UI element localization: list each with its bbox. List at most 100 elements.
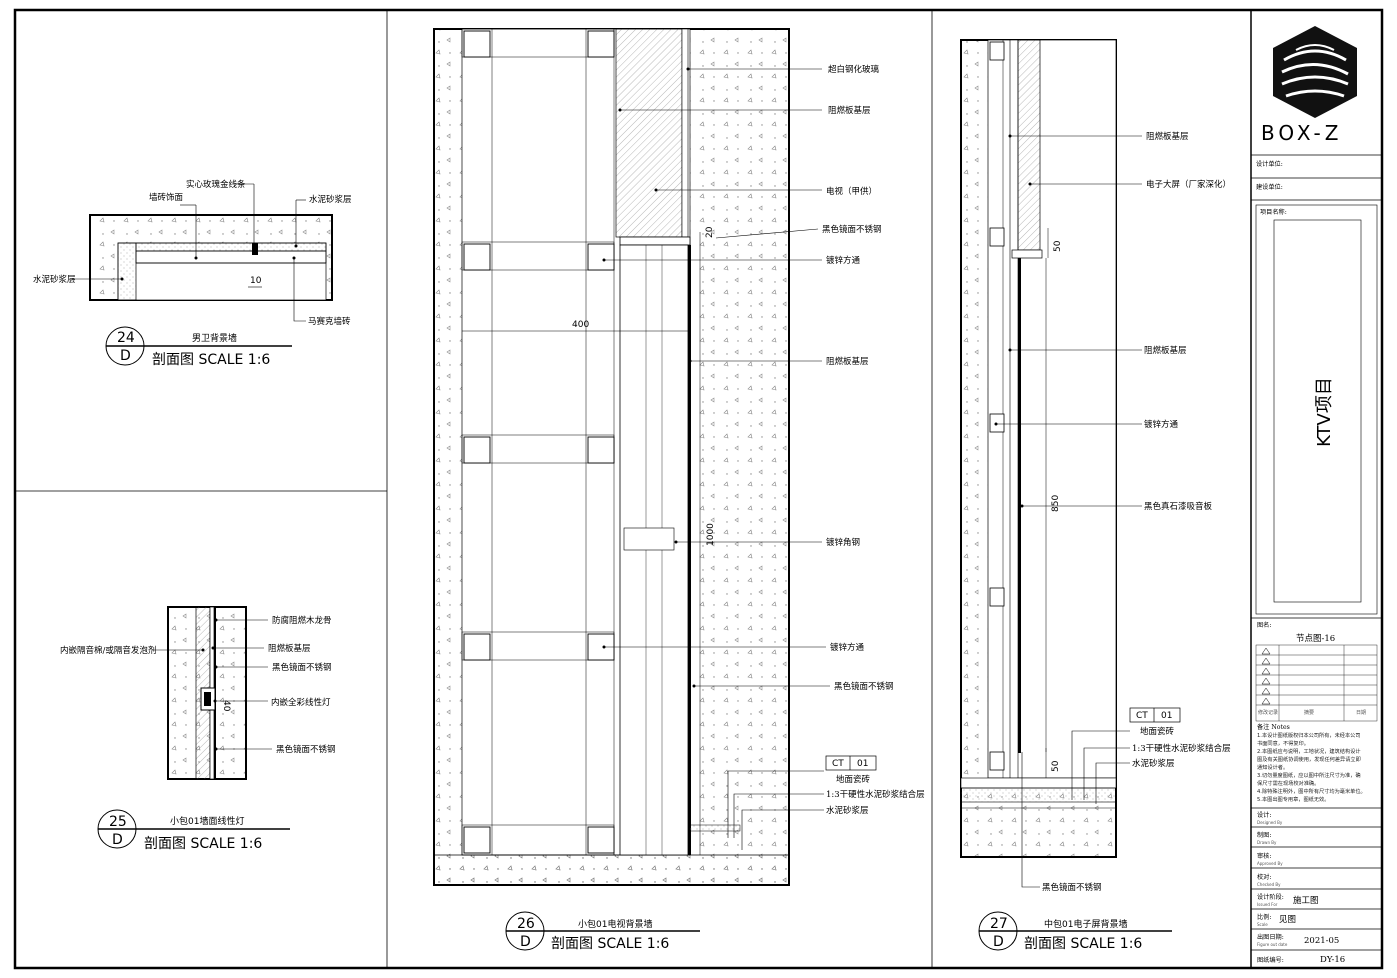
- d26-label-steel-bot: 黑色镜面不锈钢: [834, 681, 894, 692]
- project-name-label: 项目名称:: [1260, 208, 1287, 216]
- d25-label-light: 内嵌全彩线性灯: [271, 697, 331, 708]
- d26-title: 小包01电视背景墙: [578, 918, 652, 930]
- design-label: 设计:: [1257, 811, 1271, 819]
- detail-26: 400 20 1000 超白钢化玻璃 阻燃板基层 电视（甲供） 黑色镜面不锈钢 …: [433, 28, 925, 952]
- scale-label: 比例:: [1257, 913, 1271, 921]
- d27-tag-ct: CT: [1136, 711, 1148, 721]
- d27-sheet: D: [993, 934, 1004, 950]
- d27-subtitle: 剖面图 SCALE 1:6: [1024, 936, 1142, 952]
- note-line: 5.本图出图专用章，图纸无效。: [1257, 795, 1329, 803]
- d24-sheet: D: [120, 348, 131, 364]
- d24-label-gold-strip: 实心玫瑰金线条: [186, 179, 246, 190]
- draw-label: 制图:: [1257, 831, 1271, 839]
- date-en: Figure out date: [1257, 942, 1288, 947]
- d24-num: 24: [117, 330, 135, 346]
- stage-label: 设计阶段:: [1257, 893, 1284, 901]
- approve-en: Approved By: [1257, 861, 1283, 866]
- d27-label-floor-tile: 地面瓷砖: [1140, 726, 1175, 737]
- detail-27: 50 850 50 阻燃板基层 电子大屏（厂家深化） 阻燃板基层 镀锌方通 黑色…: [960, 39, 1231, 952]
- d24-subtitle: 剖面图 SCALE 1:6: [152, 352, 270, 368]
- d27-label-steel: 黑色镜面不锈钢: [1042, 882, 1102, 893]
- note-line: 1.本设计图纸版权归本公司所有，未经本公司: [1257, 731, 1361, 739]
- d27-title: 中包01电子屏背景墙: [1044, 918, 1127, 930]
- d25-label-keel: 防腐阻燃木龙骨: [272, 615, 332, 626]
- d26-label-base-top: 阻燃板基层: [828, 105, 871, 116]
- d27-dim-mid: 850: [1051, 495, 1061, 512]
- d26-label-tv: 电视（甲供）: [826, 186, 877, 197]
- check-label: 校对:: [1257, 873, 1271, 881]
- d24-label-mortar-left: 水泥砂浆层: [33, 274, 76, 285]
- d26-tag-no: 01: [857, 759, 868, 769]
- scale-value: 见图: [1279, 915, 1296, 925]
- d27-label-screen: 电子大屏（厂家深化）: [1146, 179, 1231, 190]
- d26-sheet: D: [520, 934, 531, 950]
- drawing-name-label: 图名:: [1257, 621, 1271, 629]
- d24-dim: 10: [250, 276, 262, 286]
- d25-title: 小包01墙面线性灯: [170, 815, 244, 827]
- logo-text: BOX-Z: [1261, 121, 1342, 145]
- number-label: 图纸编号:: [1257, 956, 1284, 964]
- drawing-name: 节点图-16: [1296, 634, 1335, 644]
- note-line: 保尺寸需在现场校对准确。: [1257, 779, 1319, 787]
- d27-dim-top: 50: [1053, 240, 1063, 252]
- d27-dim-bot: 50: [1051, 760, 1061, 772]
- d24-label-mosaic: 马赛克墙砖: [308, 316, 351, 327]
- date-label: 出图日期:: [1257, 933, 1284, 941]
- stage-value: 施工图: [1293, 895, 1319, 906]
- note-line: 3.切勿量度图纸，应以图中所注尺寸为准，确: [1257, 771, 1361, 779]
- d25-subtitle: 剖面图 SCALE 1:6: [144, 836, 262, 852]
- approve-label: 审核:: [1257, 852, 1271, 860]
- d26-label-base-mid: 阻燃板基层: [826, 356, 869, 367]
- note-line: 书面同意，不得复印。: [1257, 739, 1309, 747]
- rev-col3: 日期: [1356, 710, 1366, 716]
- d27-label-mortar: 水泥砂浆层: [1132, 758, 1175, 769]
- d26-dim-20: 20: [705, 226, 715, 238]
- d27-num: 27: [990, 916, 1008, 932]
- d26-label-mortar: 水泥砂浆层: [826, 805, 869, 816]
- note-line: 通知设计者。: [1257, 763, 1288, 771]
- client-unit-label: 建设单位:: [1256, 183, 1283, 191]
- rev-col1: 修改记录: [1258, 709, 1278, 716]
- design-unit-label: 设计单位:: [1256, 160, 1283, 168]
- d26-num: 26: [517, 916, 535, 932]
- d27-label-tube: 镀锌方通: [1144, 419, 1179, 430]
- stage-en: Issued For: [1257, 902, 1278, 907]
- number-value: DY-16: [1320, 955, 1345, 965]
- design-en: Designed By: [1257, 820, 1283, 825]
- d25-label-base: 阻燃板基层: [268, 643, 311, 654]
- d26-label-glass: 超白钢化玻璃: [828, 64, 880, 75]
- check-en: Checked By: [1257, 882, 1281, 887]
- d27-label-base-mid: 阻燃板基层: [1144, 345, 1187, 356]
- note-line: 4.除特殊注明外，图中所有尺寸均为毫米单位。: [1257, 787, 1366, 795]
- d24-label-tile-face: 墙砖饰面: [149, 192, 184, 203]
- note-line: 图及有关图纸协调使用，发现任何差异请立即: [1257, 755, 1361, 763]
- d26-label-floor-tile: 地面瓷砖: [836, 774, 871, 785]
- d26-label-tube-bot: 镀锌方通: [830, 642, 865, 653]
- d24-title: 男卫背景墙: [192, 332, 237, 344]
- title-block: BOX-Z 设计单位: 建设单位: 项目名称: KTV项目 图名: 节点图-16…: [1251, 26, 1382, 965]
- d25-sheet: D: [112, 832, 123, 848]
- d27-label-acoustic-board: 黑色真石漆吸音板: [1144, 501, 1213, 512]
- notes-title: 备注 Notes: [1257, 723, 1290, 731]
- d26-dim-400: 400: [572, 320, 589, 330]
- rev-col2: 摘要: [1304, 709, 1314, 716]
- d25-num: 25: [109, 814, 127, 830]
- scale-en: Scale: [1257, 922, 1268, 927]
- d25-label-steel-top: 黑色镜面不锈钢: [272, 662, 332, 673]
- d26-label-bond: 1:3干硬性水泥砂浆结合层: [826, 789, 925, 800]
- d25-dim: 40: [221, 700, 231, 712]
- note-line: 2.本图纸应与说明，工地状况，建筑结构设计: [1257, 747, 1361, 755]
- detail-24: 实心玫瑰金线条 墙砖饰面 水泥砂浆层 水泥砂浆层 马赛克墙砖 10 24 D 男…: [33, 179, 352, 368]
- d26-label-steel-top: 黑色镜面不锈钢: [822, 224, 882, 235]
- d26-label-angle: 镀锌角钢: [826, 537, 860, 548]
- sheet-border: [13, 8, 1384, 970]
- date-value: 2021-05: [1304, 936, 1339, 946]
- d26-tag-ct: CT: [832, 759, 844, 769]
- d26-subtitle: 剖面图 SCALE 1:6: [551, 936, 669, 952]
- box-z-logo-icon: [1273, 26, 1357, 118]
- d26-dim-1000: 1000: [706, 523, 716, 546]
- draw-en: Drawn By: [1257, 840, 1277, 845]
- d27-label-bond: 1:3干硬性水泥砂浆结合层: [1132, 743, 1231, 754]
- d27-label-base-top: 阻燃板基层: [1146, 131, 1189, 142]
